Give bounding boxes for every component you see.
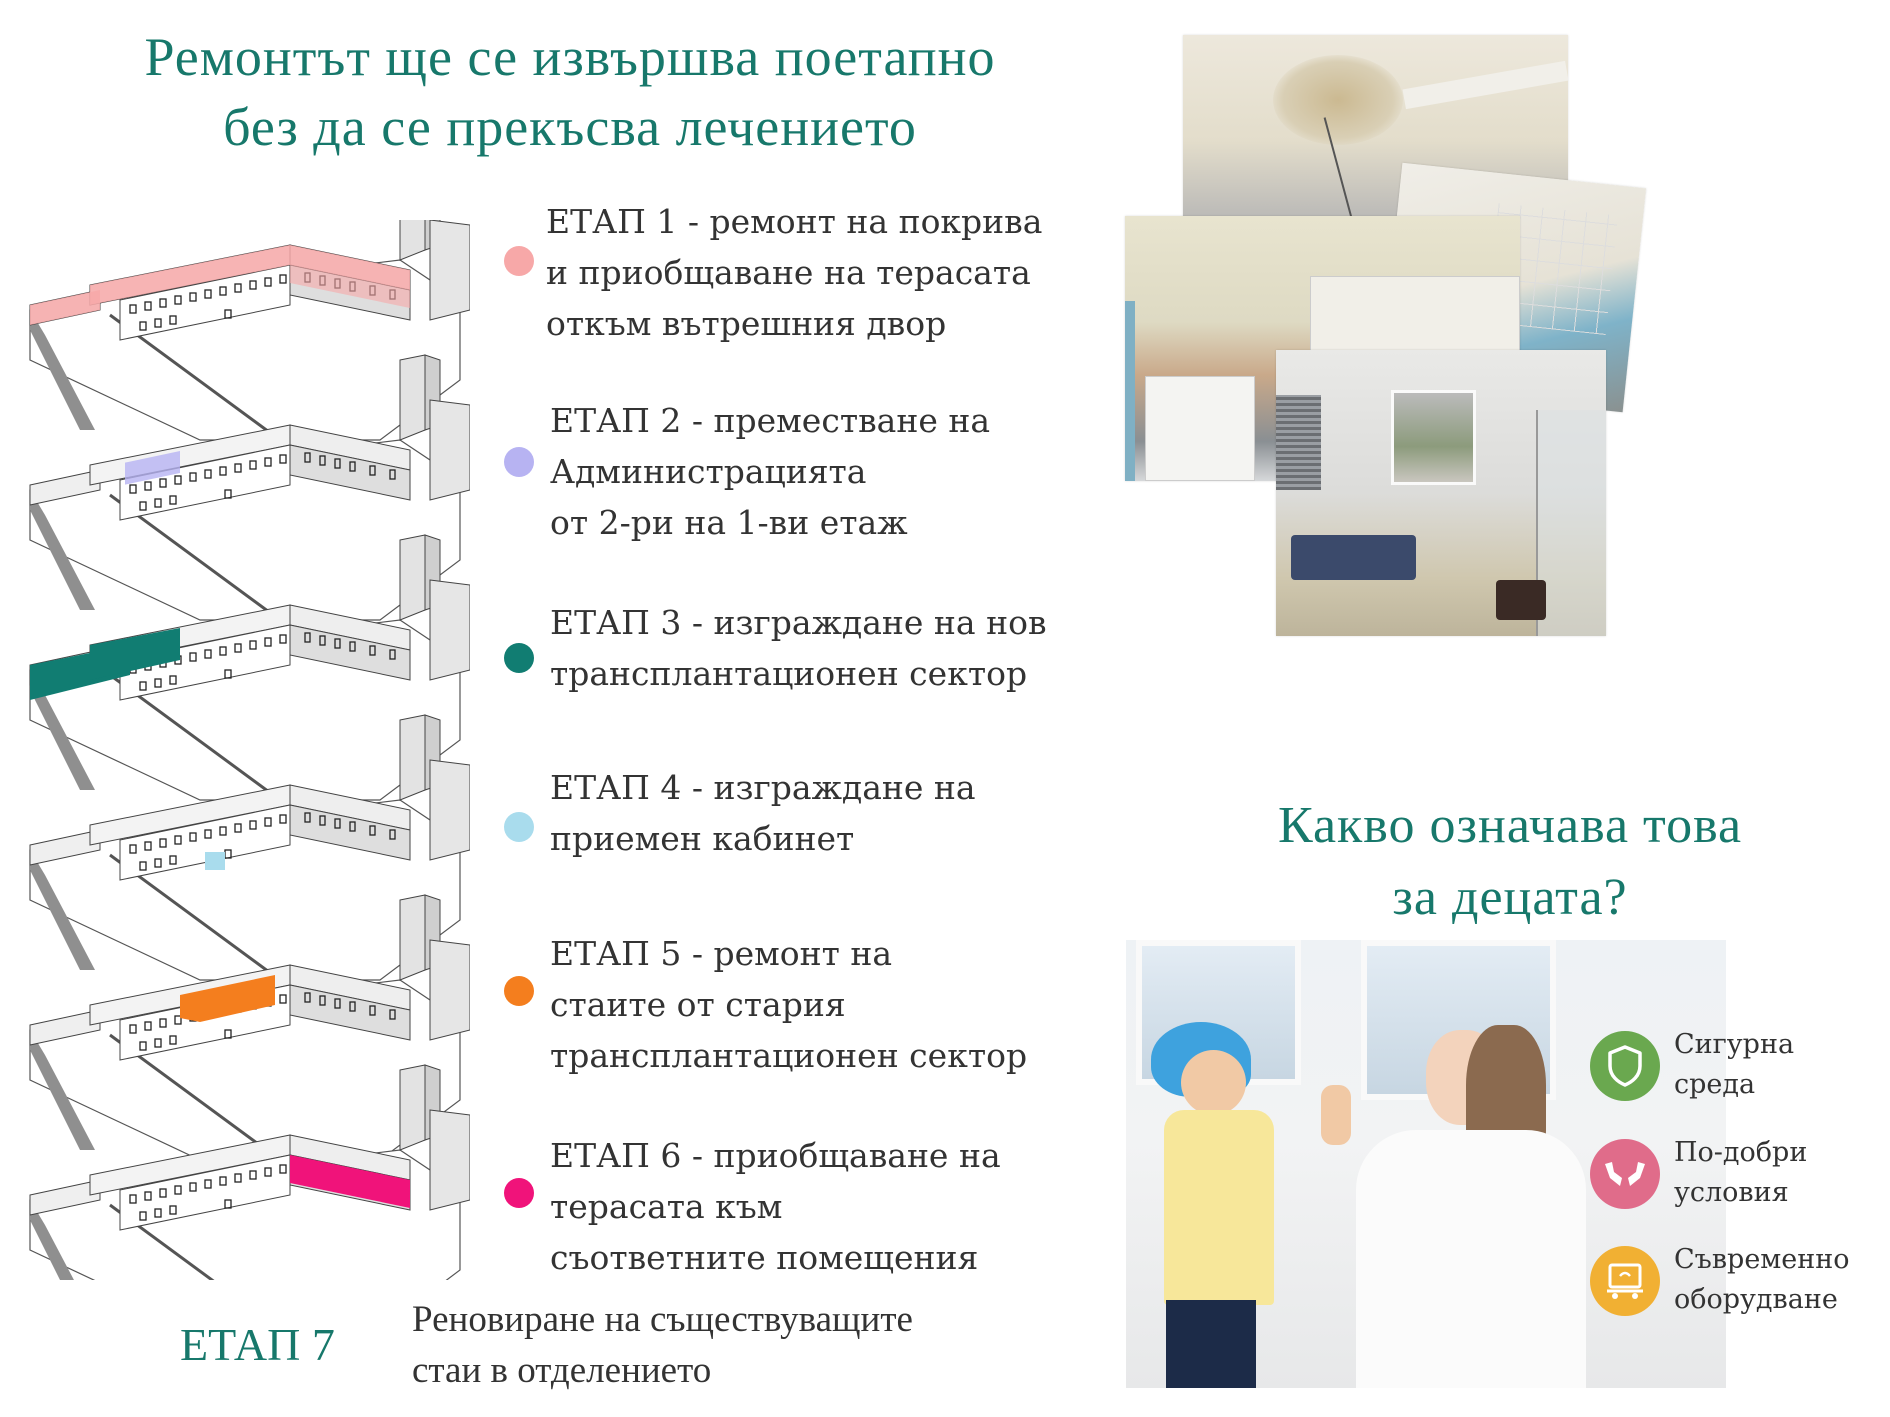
benefit-better-conditions-label: По-добри условия — [1674, 1137, 1808, 1208]
stage-7-label: ЕТАП 7 — [180, 1319, 335, 1370]
stage-1-bullet-icon — [504, 246, 534, 276]
stage-4: ЕТАП 4 - изграждане на приемен кабинет — [504, 762, 1124, 864]
shield-icon — [1590, 1031, 1660, 1101]
hands-icon — [1590, 1139, 1660, 1209]
benefits-heading: Какво означава това за децата? — [1180, 790, 1840, 934]
equipment-icon — [1590, 1246, 1660, 1316]
stage-2: ЕТАП 2 - преместване на Администрацията … — [504, 395, 1124, 548]
benefit-modern-equipment-label: Съвременно оборудване — [1674, 1244, 1850, 1315]
stage-2-bullet-icon — [504, 447, 534, 477]
stage-7-text: Реновиране на съществуващите стаи в отде… — [412, 1299, 913, 1391]
stage-3-text: ЕТАП 3 - изграждане на нов трансплантаци… — [550, 603, 1047, 693]
stage-6-text: ЕТАП 6 - приобщаване на терасата към съо… — [550, 1136, 1001, 1277]
stage-5-text: ЕТАП 5 - ремонт на стаите от стария тран… — [550, 934, 1028, 1075]
stage-3: ЕТАП 3 - изграждане на нов трансплантаци… — [504, 597, 1124, 699]
benefit-safe-environment: Сигурна среда — [1590, 1025, 1794, 1105]
building-stage-diagrams — [28, 220, 470, 1280]
stage-4-text: ЕТАП 4 - изграждане на приемен кабинет — [550, 768, 976, 858]
stage-4-bullet-icon — [504, 812, 534, 842]
title-line-2: без да се прекъсва лечението — [223, 97, 917, 157]
stage-1-text: ЕТАП 1 - ремонт на покрива и приобщаване… — [546, 202, 1043, 343]
benefits-heading-line-1: Какво означава това — [1277, 797, 1743, 854]
benefit-modern-equipment: Съвременно оборудване — [1590, 1240, 1850, 1320]
page-title: Ремонтът ще се извършва поетапно без да … — [20, 22, 1120, 162]
stage-6-bullet-icon — [504, 1178, 534, 1208]
benefit-better-conditions: По-добри условия — [1590, 1133, 1807, 1213]
stage-5: ЕТАП 5 - ремонт на стаите от стария тран… — [504, 928, 1124, 1081]
stage-2-text: ЕТАП 2 - преместване на Администрацията … — [550, 401, 991, 542]
benefit-safe-environment-label: Сигурна среда — [1674, 1029, 1795, 1100]
stage-3-bullet-icon — [504, 643, 534, 673]
stage-6: ЕТАП 6 - приобщаване на терасата към съо… — [504, 1130, 1124, 1283]
photo-patient-room — [1276, 350, 1606, 636]
title-line-1: Ремонтът ще се извършва поетапно — [144, 27, 996, 87]
stage-1: ЕТАП 1 - ремонт на покрива и приобщаване… — [504, 196, 1124, 349]
stage-5-bullet-icon — [504, 976, 534, 1006]
benefits-heading-line-2: за децата? — [1392, 869, 1628, 926]
